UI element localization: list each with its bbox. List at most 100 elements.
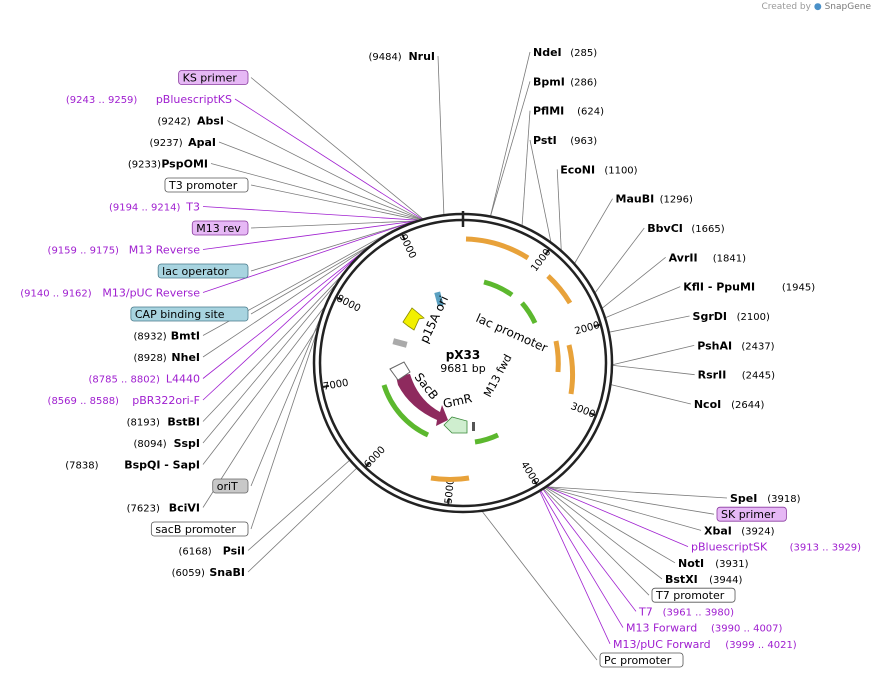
leader-line [247, 460, 350, 551]
label-orit: oriT [212, 478, 249, 494]
leader-line [547, 486, 728, 499]
primer-name: pBluescriptSK [691, 541, 768, 554]
leader-line [529, 139, 552, 242]
orange-feature-arc-2 [546, 274, 573, 305]
leader-line [250, 220, 415, 229]
leader-line [250, 320, 320, 487]
label-econi: EcoNI(1100) [560, 163, 637, 176]
primer-range: (9140 .. 9162) [20, 289, 92, 300]
label-l4440: L4440(8785 .. 8802) [88, 373, 200, 386]
label-bpmi: BpmI (286) [533, 75, 597, 88]
tick-mark-5000 [447, 498, 450, 506]
site-name: MauBI [616, 193, 655, 206]
label-pshai: PshAI(2437) [697, 339, 774, 352]
leader-line [202, 221, 413, 293]
site-position: (3918) [767, 494, 800, 505]
lac-promoter-feature-label: lac promoter [474, 311, 550, 355]
site-position: (9242) [157, 117, 190, 128]
label-snabi: SnaBI(6059) [172, 566, 245, 579]
leader-line [609, 315, 690, 333]
site-name: PstI [533, 134, 557, 147]
label-rsrii: RsrII(2445) [698, 369, 775, 382]
feature-arrows [381, 236, 576, 482]
site-name: SgrDI [693, 310, 727, 323]
p15a-ori-feature-label: p15A ori [417, 294, 451, 346]
site-name: KflI - PpuMI [683, 281, 755, 294]
snapgene-brand-text: SnapGene [824, 2, 871, 12]
label-lac-operator: lac operator [157, 263, 249, 279]
site-position: (286) [570, 77, 597, 88]
feature-box [150, 521, 249, 537]
leader-line [202, 236, 382, 379]
label-kfli-ppumi: KflI - PpuMI(1945) [683, 281, 815, 294]
site-position: (8094) [133, 439, 166, 450]
site-name: BspQI - SapI [124, 459, 200, 472]
primer-name: L4440 [166, 373, 200, 386]
site-position: (3944) [709, 575, 742, 586]
label-pflmi: PflMI(624) [533, 105, 604, 118]
label-noti: NotI(3931) [678, 557, 749, 570]
orange-feature-arc-4 [566, 344, 576, 395]
feature-box [157, 263, 249, 279]
site-name: PflMI [533, 105, 564, 118]
tick-label: 2000 [574, 320, 601, 337]
primer-name: M13 Reverse [129, 244, 200, 257]
site-position: (1100) [604, 165, 637, 176]
label-bspqi-sapi: BspQI - SapI(7838) [65, 459, 200, 472]
site-position: (8193) [127, 418, 160, 429]
feature-box [651, 587, 736, 603]
site-position: (9484) [368, 52, 401, 63]
primer-name: pBR322ori-F [132, 394, 200, 407]
leader-line [202, 277, 340, 422]
feature-box-label: sacB promoter [155, 523, 236, 536]
leader-line [545, 488, 663, 580]
site-name: RsrII [698, 369, 727, 382]
site-position: (1296) [660, 195, 693, 206]
leader-line [556, 169, 562, 250]
tick-label: 3000 [569, 401, 597, 421]
label-sk-primer: SK primer [716, 506, 787, 522]
orange-feature-arc-1 [465, 236, 530, 261]
leader-line [250, 184, 419, 221]
feature-box-label: lac operator [162, 265, 229, 278]
label-psti: PstI(963) [533, 134, 597, 147]
site-name: NruI [408, 50, 435, 63]
orange-feature-arc-3 [553, 340, 561, 373]
tick-mark-2000 [593, 323, 601, 328]
site-name: PshAI [697, 339, 732, 352]
feature-box [178, 70, 249, 85]
site-position: (2644) [731, 400, 764, 411]
label-t7-promoter: T7 promoter [651, 587, 736, 603]
site-position: (3931) [715, 559, 748, 570]
feature-box-label: M13 rev [196, 222, 241, 235]
leader-line [250, 77, 423, 219]
small-feature-block [434, 291, 444, 307]
site-position: (8928) [133, 353, 166, 364]
feature-box-label: CAP binding site [135, 308, 225, 321]
label-apai: ApaI(9237) [149, 136, 216, 149]
created-by-text: Created by [761, 2, 811, 12]
label-ndei: NdeI(285) [533, 46, 597, 59]
leader-line [547, 486, 689, 547]
feature-box [191, 220, 249, 236]
green-feature-arc-3 [474, 432, 500, 445]
leader-line [202, 220, 414, 250]
small-grey-block [472, 422, 475, 431]
label-psii: PsiI(6168) [178, 545, 245, 558]
leader-line [612, 344, 695, 366]
site-position: (1665) [691, 224, 724, 235]
green-feature-arc-4 [381, 384, 430, 438]
feature-box-label: KS primer [183, 72, 238, 85]
primer-name: pBluescriptKS [156, 93, 232, 106]
label-m13-reverse: M13 Reverse(9159 .. 9175) [48, 244, 201, 257]
site-name: NdeI [533, 46, 562, 59]
label-sspi: SspI(8094) [133, 437, 200, 450]
leader-line [202, 327, 318, 508]
leader-line [202, 249, 365, 401]
site-name: BpmI [533, 75, 565, 88]
leader-line [542, 489, 637, 612]
label-t3: T3(9194 .. 9214) [109, 201, 200, 214]
leader-line [574, 198, 613, 264]
feature-box-label: T7 promoter [655, 589, 725, 602]
site-name: SpeI [730, 492, 757, 505]
